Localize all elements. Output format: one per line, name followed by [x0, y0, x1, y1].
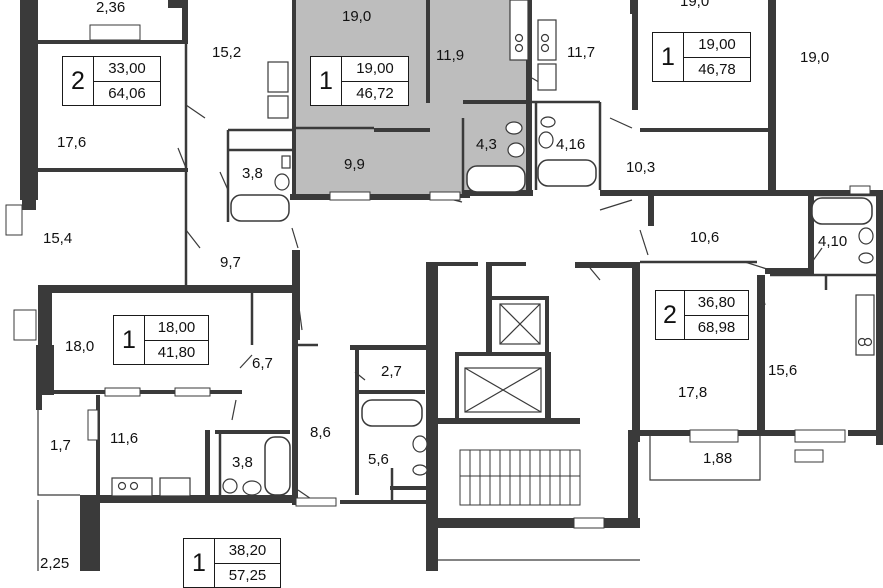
room-area-label: 10,3 — [626, 159, 656, 176]
walls — [20, 0, 883, 571]
room-area-label: 19,0 — [680, 0, 710, 10]
apartment-badge-highlighted: 1 19,00 46,72 — [310, 56, 409, 106]
room-area-label: 15,6 — [768, 362, 798, 379]
living-area: 19,00 — [684, 33, 750, 58]
room-area-label: 2,36 — [96, 0, 126, 16]
room-area-label: 18,0 — [65, 338, 95, 355]
apartment-badge: 1 38,20 57,25 — [183, 538, 281, 588]
room-area-label: 15,4 — [43, 230, 73, 247]
living-area: 38,20 — [215, 539, 280, 564]
total-area: 46,78 — [698, 60, 736, 78]
room-area-label: 1,88 — [703, 450, 733, 467]
room-area-label: 15,2 — [212, 44, 242, 61]
total-area: 68,98 — [697, 318, 736, 336]
room-area-label: 4,3 — [476, 136, 497, 153]
elevators — [464, 303, 542, 413]
room-count: 2 — [656, 291, 685, 339]
room-area-label: 17,8 — [678, 384, 708, 401]
fixtures — [111, 0, 875, 497]
bathtubs — [230, 159, 873, 496]
apartment-badge: 1 19,00 46,78 — [652, 32, 751, 82]
total-area: 46,72 — [356, 84, 394, 102]
apartment-badge: 2 36,80 68,98 — [655, 290, 749, 340]
room-area-label: 2,25 — [40, 555, 70, 572]
total-area: 64,06 — [108, 84, 146, 102]
total-area: 57,25 — [228, 566, 267, 584]
room-count: 1 — [184, 539, 215, 587]
balconies — [37, 410, 761, 571]
stairs — [459, 449, 581, 506]
living-area: 18,00 — [145, 316, 208, 341]
room-area-label: 9,7 — [220, 254, 241, 271]
room-area-label: 19,0 — [800, 49, 830, 66]
room-area-label: 1,7 — [50, 437, 71, 454]
apartment-badge: 1 18,00 41,80 — [113, 315, 209, 365]
room-count: 1 — [311, 57, 342, 105]
partitions — [184, 44, 876, 500]
living-area: 19,00 — [342, 57, 408, 82]
room-area-label: 2,7 — [381, 363, 402, 380]
room-count: 1 — [114, 316, 145, 364]
room-count: 1 — [653, 33, 684, 81]
room-area-label: 10,6 — [690, 229, 720, 246]
room-area-label: 11,7 — [567, 44, 596, 61]
room-area-label: 8,6 — [310, 424, 331, 441]
room-area-label: 11,9 — [436, 47, 465, 64]
room-area-label: 4,16 — [556, 136, 586, 153]
apartment-badge: 2 33,00 64,06 — [62, 56, 161, 106]
room-count: 2 — [63, 57, 94, 105]
room-area-label: 6,7 — [252, 355, 273, 372]
floor-plan — [5, 0, 883, 571]
living-area: 36,80 — [685, 291, 748, 316]
door-swings — [177, 77, 823, 506]
windows — [5, 24, 871, 529]
living-area: 33,00 — [94, 57, 160, 82]
room-area-label: 3,8 — [232, 454, 253, 471]
room-area-label: 5,6 — [368, 451, 389, 468]
room-area-label: 4,10 — [818, 233, 848, 250]
total-area: 41,80 — [157, 343, 196, 361]
room-area-label: 11,6 — [110, 430, 139, 447]
room-area-label: 3,8 — [242, 165, 263, 182]
room-area-label: 19,0 — [342, 8, 372, 25]
room-area-label: 9,9 — [344, 156, 365, 173]
room-area-label: 17,6 — [57, 134, 87, 151]
